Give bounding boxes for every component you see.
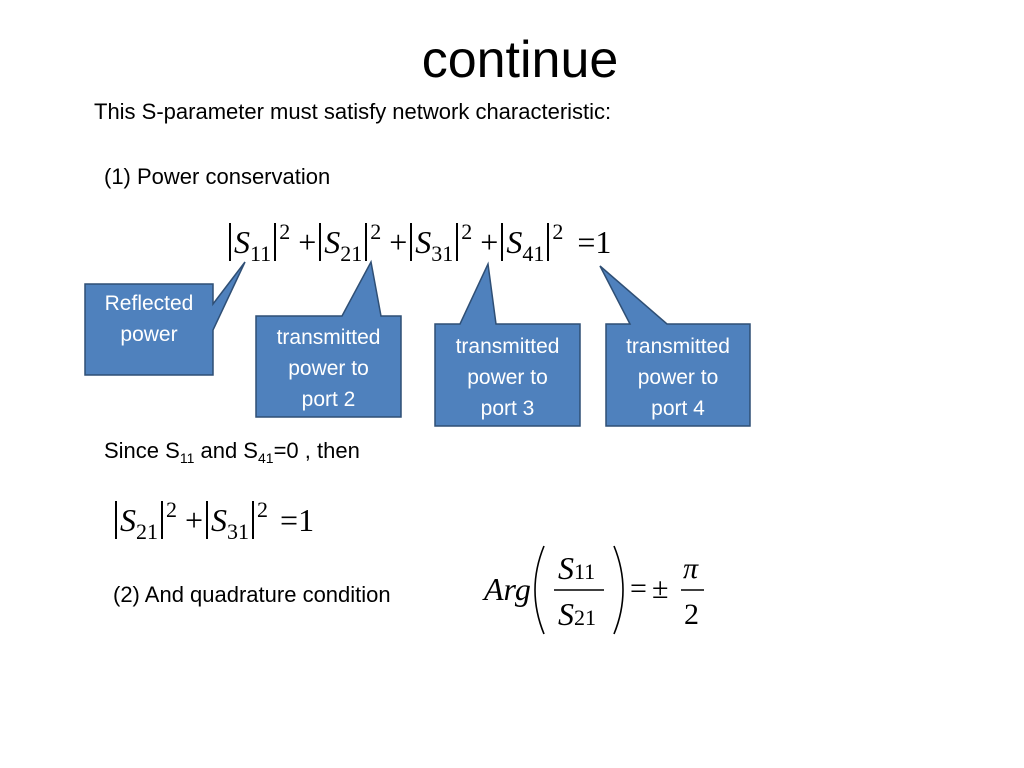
eq2-plus: + xyxy=(185,502,204,538)
eq2-term1-sub: 21 xyxy=(136,519,158,544)
eq1-plus: + xyxy=(480,224,499,260)
callout-port2 xyxy=(255,259,402,418)
since-sub1: 11 xyxy=(179,450,195,466)
callout-line: power xyxy=(120,323,178,346)
eq1-term1-sup: 2 xyxy=(279,219,291,244)
eq1-term1-sub: 11 xyxy=(250,241,272,266)
right-paren-icon xyxy=(613,545,624,635)
num-sub: 11 xyxy=(574,559,596,584)
abs-bar xyxy=(229,223,231,261)
callout-line: transmitted xyxy=(455,335,560,358)
abs-bar xyxy=(161,501,163,539)
eq2-term2-sub: 31 xyxy=(227,519,250,544)
callout-line: transmitted xyxy=(626,335,730,358)
eq3-equals: = xyxy=(630,572,647,605)
ratio-denominator: S21 xyxy=(558,596,596,633)
abs-bar xyxy=(115,501,117,539)
item-power-conservation: (1) Power conservation xyxy=(104,164,331,189)
callout-line: port 3 xyxy=(480,397,535,420)
since-post: =0 , then xyxy=(273,438,360,463)
eq1-term3-sup: 2 xyxy=(461,219,473,244)
power-conservation-equation: S112 +S212 +S312 +S412 =1 xyxy=(226,212,611,274)
since-sub2: 41 xyxy=(257,450,274,466)
two-denominator: 2 xyxy=(684,598,699,631)
callout-line: power to xyxy=(288,357,369,380)
eq2-term1-sup: 2 xyxy=(166,497,177,522)
eq1-term4-sup: 2 xyxy=(552,219,564,244)
eq2-term2-sup: 2 xyxy=(257,497,269,522)
eq2-term2-symbol: S xyxy=(211,502,228,538)
eq2-rhs: 1 xyxy=(298,502,315,538)
eq1-term3-symbol: S xyxy=(415,224,432,260)
callout-reflected-label: Reflected power xyxy=(85,288,213,350)
eq1-equals: = xyxy=(577,224,596,260)
since-mid: and S xyxy=(194,438,258,463)
callout-port3-label: transmitted power to port 3 xyxy=(435,331,580,424)
callout-line: transmitted xyxy=(276,326,381,349)
callout-line: Reflected xyxy=(104,292,194,315)
pi-symbol: π xyxy=(683,552,699,585)
callout-port3 xyxy=(434,261,581,427)
item-quadrature-condition: (2) And quadrature condition xyxy=(113,582,391,607)
eq1-term2-sup: 2 xyxy=(370,219,382,244)
abs-bar xyxy=(274,223,277,261)
paren-shapes xyxy=(534,545,704,635)
callout-line: power to xyxy=(467,366,548,389)
slide-title: continue xyxy=(421,31,619,89)
left-paren-icon xyxy=(534,545,545,635)
callout-line: power to xyxy=(637,366,719,389)
ratio-numerator: S11 xyxy=(558,550,595,587)
abs-bar xyxy=(206,501,209,539)
eq1-term4-sub: 41 xyxy=(522,241,545,266)
abs-bar xyxy=(365,223,368,261)
arg-func: Arg xyxy=(484,571,531,607)
eq1-term3-sub: 31 xyxy=(431,241,454,266)
abs-bar xyxy=(319,223,322,261)
reduced-equation: S212 +S312 =1 xyxy=(112,490,314,552)
callout-line: port 2 xyxy=(301,388,356,411)
callout-port4-label: transmitted power to port 4 xyxy=(606,331,750,424)
eq1-term2-sub: 21 xyxy=(340,241,363,266)
since-pre: Since S xyxy=(104,438,180,463)
callout-port4 xyxy=(599,265,751,427)
eq1-term4-symbol: S xyxy=(506,224,523,260)
den-symbol: S xyxy=(558,596,574,632)
eq1-rhs: 1 xyxy=(595,224,612,260)
abs-bar xyxy=(252,501,255,539)
abs-bar xyxy=(456,223,459,261)
quadrature-equation: Arg S11 S21 = ± π 2 xyxy=(484,540,714,640)
since-text: Since S11 and S41=0 , then xyxy=(104,437,360,472)
eq1-term1-symbol: S xyxy=(234,224,250,260)
num-symbol: S xyxy=(558,550,574,586)
callout-port2-label: transmitted power to port 2 xyxy=(256,322,401,415)
abs-bar xyxy=(547,223,550,261)
abs-bar xyxy=(410,223,413,261)
eq2-term1-symbol: S xyxy=(120,502,136,538)
eq1-plus: + xyxy=(298,224,317,260)
abs-bar xyxy=(501,223,504,261)
eq1-plus: + xyxy=(389,224,408,260)
callout-reflected-power xyxy=(84,261,246,376)
eq1-term2-symbol: S xyxy=(324,224,341,260)
callout-line: port 4 xyxy=(651,397,705,420)
plus-minus: ± xyxy=(652,572,669,605)
den-sub: 21 xyxy=(574,605,596,630)
eq2-equals: = xyxy=(280,502,299,538)
intro-text: This S-parameter must satisfy network ch… xyxy=(94,99,612,124)
